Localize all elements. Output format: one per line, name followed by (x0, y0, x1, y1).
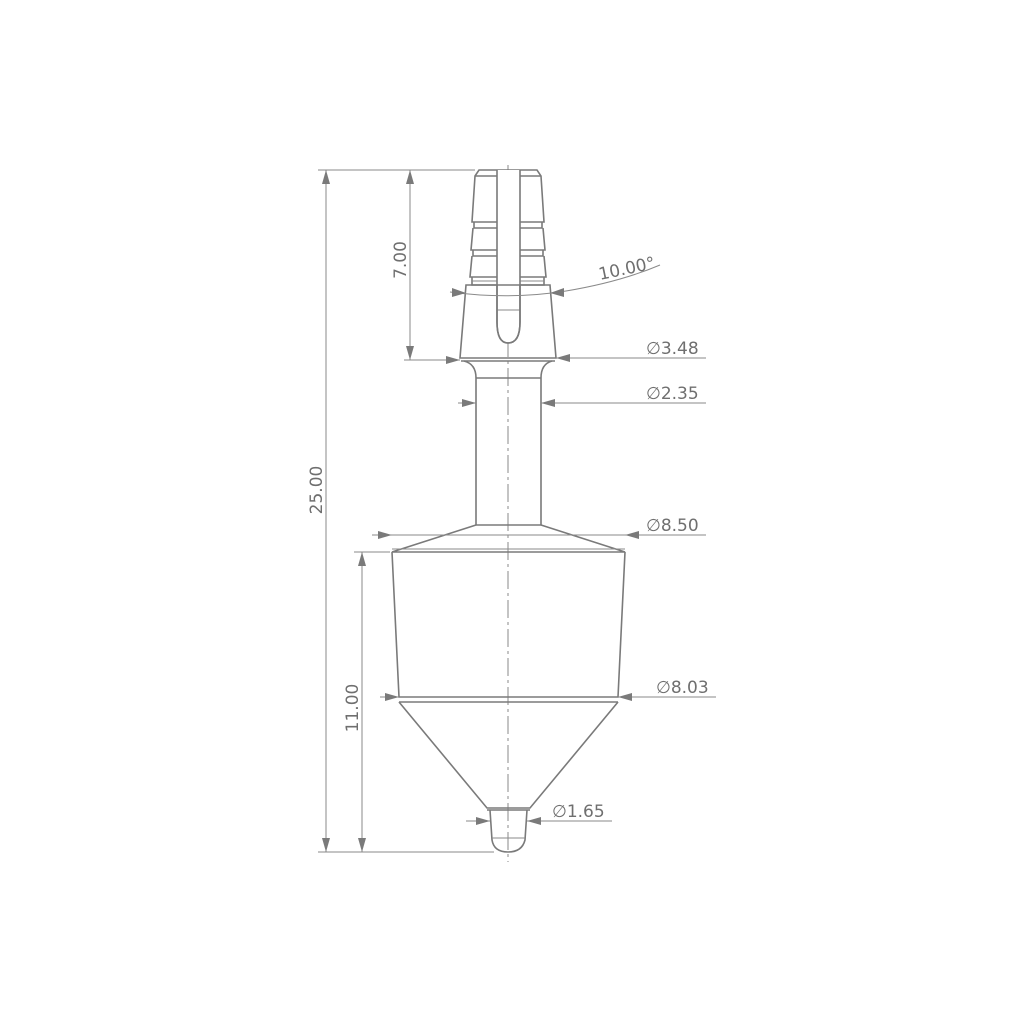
dia-collar-label: 3.48 (661, 339, 699, 359)
svg-text:∅8.50: ∅8.50 (646, 516, 699, 536)
dimension-dia-tip: ∅1.65 (466, 802, 612, 825)
svg-text:∅8.03: ∅8.03 (656, 678, 709, 698)
body-length-label: 11.00 (343, 684, 363, 733)
top-length-label: 7.00 (391, 241, 411, 279)
dimension-body-length: 11.00 (343, 551, 390, 852)
dimension-dia-body-bottom: ∅8.03 (380, 678, 716, 701)
taper-angle-label: 10.00° (597, 253, 657, 284)
dia-tip-label: 1.65 (567, 802, 605, 822)
dimension-top-length: 7.00 (391, 170, 460, 361)
svg-text:∅2.35: ∅2.35 (646, 384, 699, 404)
dia-shaft-label: 2.35 (661, 384, 699, 404)
svg-text:∅3.48: ∅3.48 (646, 339, 699, 359)
dimension-overall-length: 25.00 (307, 169, 494, 853)
dia-body-top-label: 8.50 (661, 516, 699, 536)
dimension-dia-shaft: ∅2.35 (458, 384, 706, 407)
dimension-taper-angle: 10.00° (449, 253, 661, 297)
overall-length-label: 25.00 (307, 466, 327, 515)
dia-body-bottom-label: 8.03 (671, 678, 709, 698)
dimension-dia-body-top: ∅8.50 (372, 516, 706, 539)
part-outline (391, 169, 626, 853)
dimension-dia-collar: ∅3.48 (442, 339, 706, 364)
svg-text:∅1.65: ∅1.65 (552, 802, 605, 822)
